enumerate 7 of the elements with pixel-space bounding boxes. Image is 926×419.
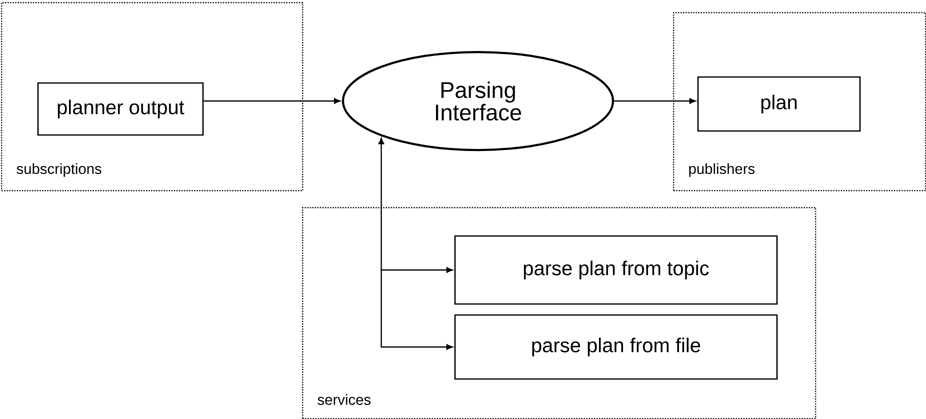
- process-box: parse plan from file: [454, 314, 778, 380]
- process-box: planner output: [37, 82, 204, 136]
- arrow: [204, 98, 340, 104]
- arrow: [378, 138, 453, 350]
- process-box: plan: [697, 76, 861, 132]
- arrow: [614, 98, 696, 104]
- process-box: parse plan from topic: [454, 235, 778, 305]
